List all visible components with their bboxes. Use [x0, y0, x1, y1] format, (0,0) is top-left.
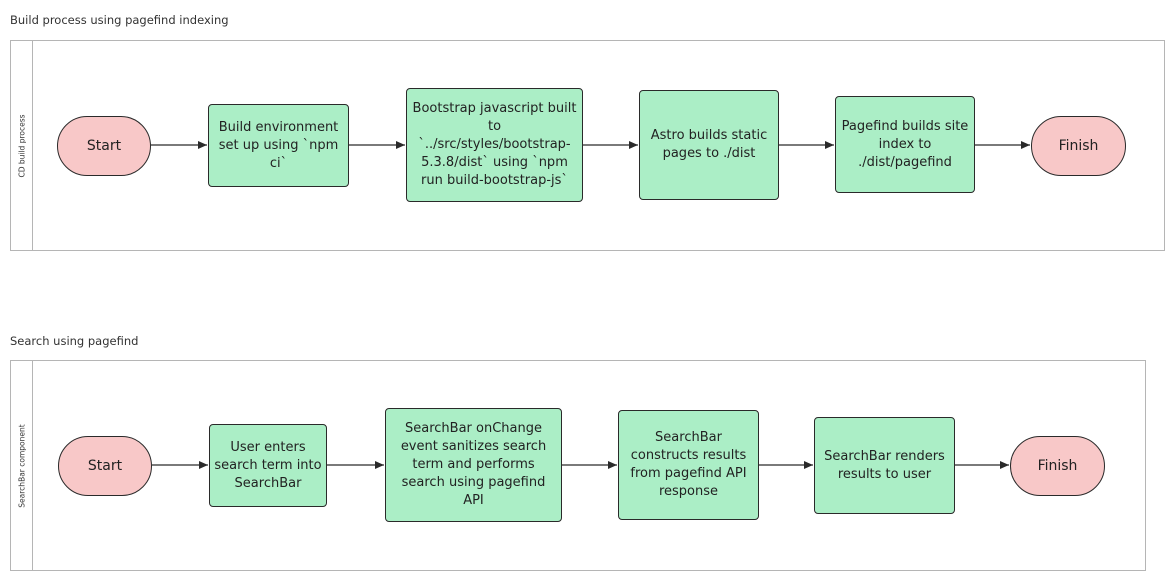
lane-label: CD build process: [17, 113, 26, 178]
section-2-title: Search using pagefind: [10, 334, 139, 348]
process-build-environment: Build environment set up using `npm ci`: [208, 104, 349, 187]
process-user-enters-term: User enters search term into SearchBar: [209, 424, 327, 507]
process-onchange-search: SearchBar onChange event sanitizes searc…: [385, 408, 562, 522]
lane-header: SearchBar component: [11, 361, 33, 570]
lane-header: CD build process: [11, 41, 33, 250]
section-1-title: Build process using pagefind indexing: [10, 13, 229, 27]
start-node: Start: [58, 436, 152, 496]
lane-label: SearchBar component: [17, 423, 26, 508]
process-bootstrap-build: Bootstrap javascript built to `../src/st…: [406, 88, 583, 202]
process-render-results: SearchBar renders results to user: [814, 417, 955, 514]
finish-node: Finish: [1031, 116, 1126, 176]
start-node: Start: [57, 116, 151, 176]
process-astro-build: Astro builds static pages to ./dist: [639, 90, 779, 200]
swimlane-cd-build-process: CD build process: [10, 40, 1165, 251]
swimlane-searchbar-component: SearchBar component: [10, 360, 1146, 571]
finish-node: Finish: [1010, 436, 1105, 496]
process-pagefind-index: Pagefind builds site index to ./dist/pag…: [835, 96, 975, 193]
process-construct-results: SearchBar constructs results from pagefi…: [618, 410, 759, 520]
